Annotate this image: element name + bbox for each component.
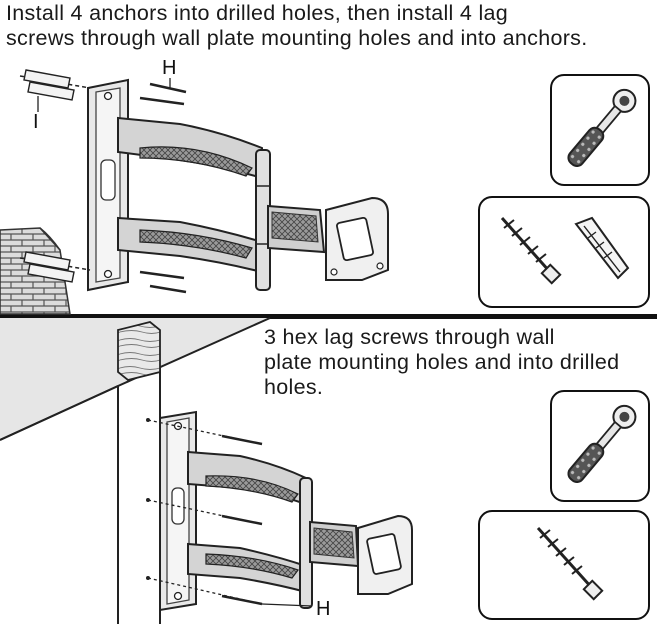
top-lower-arm: [117, 216, 263, 274]
tool-box-hardware-top: [478, 196, 650, 308]
instruction-bottom: 3 hex lag screws through wall plate moun…: [264, 325, 619, 400]
bottom-wood-stud: [117, 321, 161, 381]
bottom-upper-arm: [187, 450, 307, 506]
tool-box-lag-screw-bottom: [478, 510, 650, 620]
ratchet-wrench-icon: [567, 404, 637, 483]
bottom-lower-arm: [187, 542, 307, 594]
instruction-top: Install 4 anchors into drilled holes, th…: [6, 1, 588, 51]
tool-box-ratchet-top: [550, 74, 650, 186]
tool-box-ratchet-bottom: [550, 390, 650, 502]
bottom-tilt-head: [309, 514, 413, 595]
instruction-top-line1: Install 4 anchors into drilled holes, th…: [6, 1, 509, 25]
bottom-fasteners: [146, 418, 313, 607]
top-fasteners: [19, 69, 187, 294]
lag-screw-icon: [536, 526, 604, 601]
instruction-bottom-line1: 3 hex lag screws through wall: [264, 325, 555, 349]
callout-h-top: H: [162, 57, 177, 79]
top-upper-arm: [117, 116, 263, 180]
callout-h-bottom: H: [316, 598, 331, 620]
top-wall-plate: [87, 78, 129, 292]
lag-screw-icon: [500, 217, 562, 285]
wall-anchor-icon: [574, 216, 630, 280]
instruction-bottom-line3: holes.: [264, 375, 324, 399]
callout-i: I: [33, 111, 39, 133]
lag-screw-and-anchor-icon: [500, 216, 630, 285]
instruction-bottom-line2: plate mounting holes and into drilled: [264, 350, 620, 374]
step-divider: [0, 314, 657, 319]
ratchet-wrench-icon: [567, 88, 637, 167]
instruction-top-line2: screws through wall plate mounting holes…: [6, 26, 588, 50]
bottom-wall-plate: [159, 410, 197, 612]
top-tilt-head: [267, 196, 389, 281]
